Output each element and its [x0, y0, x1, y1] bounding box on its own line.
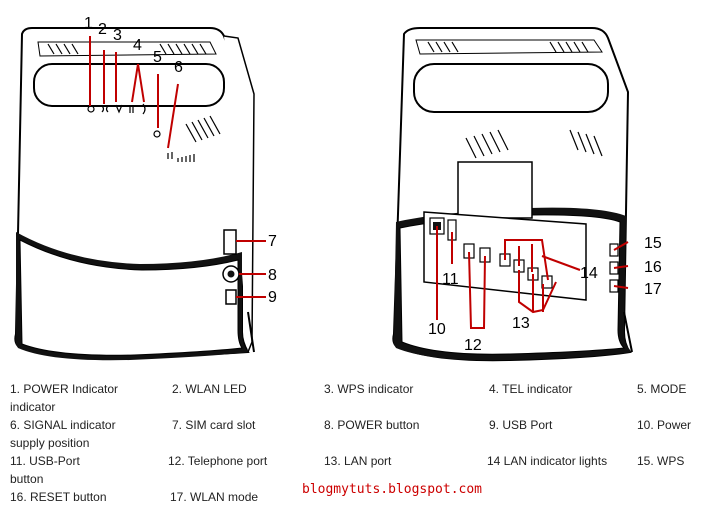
legend-item-16: 16. RESET button: [10, 490, 107, 504]
callout-6: 6: [174, 59, 183, 76]
router-diagram-panel: 1 2 3 4 5 6 7 8 9 10 11 12 13 14 15 16 1…: [10, 12, 690, 370]
legend-item-6: 6. SIGNAL indicator: [10, 418, 116, 432]
callout-numbers: 1 2 3 4 5 6 7 8 9 10 11 12 13 14 15 16 1…: [84, 15, 662, 354]
legend-item-13: 13. LAN port: [324, 454, 392, 468]
callout-5: 5: [153, 49, 162, 66]
callout-15: 15: [644, 235, 662, 252]
callout-8: 8: [268, 267, 277, 284]
callout-10: 10: [428, 321, 446, 338]
legend-item-3: 3. WPS indicator: [324, 382, 414, 396]
back-router-illustration: [392, 27, 633, 362]
callout-9: 9: [268, 289, 277, 306]
front-callout-lines: [89, 36, 266, 298]
legend-item-14: 14 LAN indicator lights: [487, 454, 608, 468]
legend-item-9: 9. USB Port: [489, 418, 553, 432]
callout-11: 11: [442, 271, 459, 288]
front-router-illustration: [14, 27, 255, 361]
callout-16: 16: [644, 259, 662, 276]
legend-item-2: 2. WLAN LED: [172, 382, 247, 396]
legend-item-4: 4. TEL indicator: [489, 382, 573, 396]
callout-2: 2: [98, 21, 107, 38]
callout-14: 14: [580, 265, 598, 282]
legend-item-10-cont: supply position: [10, 436, 90, 450]
legend-item-10: 10. Power: [637, 418, 692, 432]
back-callout-lines: [436, 226, 629, 329]
callout-17: 17: [644, 281, 662, 298]
legend-item-12: 12. Telephone port: [168, 454, 268, 468]
legend-item-15-cont: button: [10, 472, 44, 486]
legend-item-7: 7. SIM card slot: [172, 418, 256, 432]
legend-item-17: 17. WLAN mode: [170, 490, 259, 504]
legend-item-5: 5. MODE: [637, 382, 687, 396]
callout-4: 4: [133, 37, 142, 54]
router-diagram: 1 2 3 4 5 6 7 8 9 10 11 12 13 14 15 16 1…: [14, 15, 662, 362]
legend-item-11: 11. USB-Port: [10, 454, 80, 468]
legend-item-8: 8. POWER button: [324, 418, 420, 432]
callout-7: 7: [268, 233, 277, 250]
legend-item-15: 15. WPS: [637, 454, 685, 468]
callout-1: 1: [84, 15, 93, 32]
callout-13: 13: [512, 315, 530, 332]
watermark-text[interactable]: blogmytuts.blogspot.com: [302, 482, 483, 497]
legend-item-1-cont: indicator: [10, 400, 56, 414]
legend-item-1: 1. POWER Indicator: [10, 382, 119, 396]
callout-3: 3: [113, 27, 122, 44]
callout-12: 12: [464, 337, 482, 354]
